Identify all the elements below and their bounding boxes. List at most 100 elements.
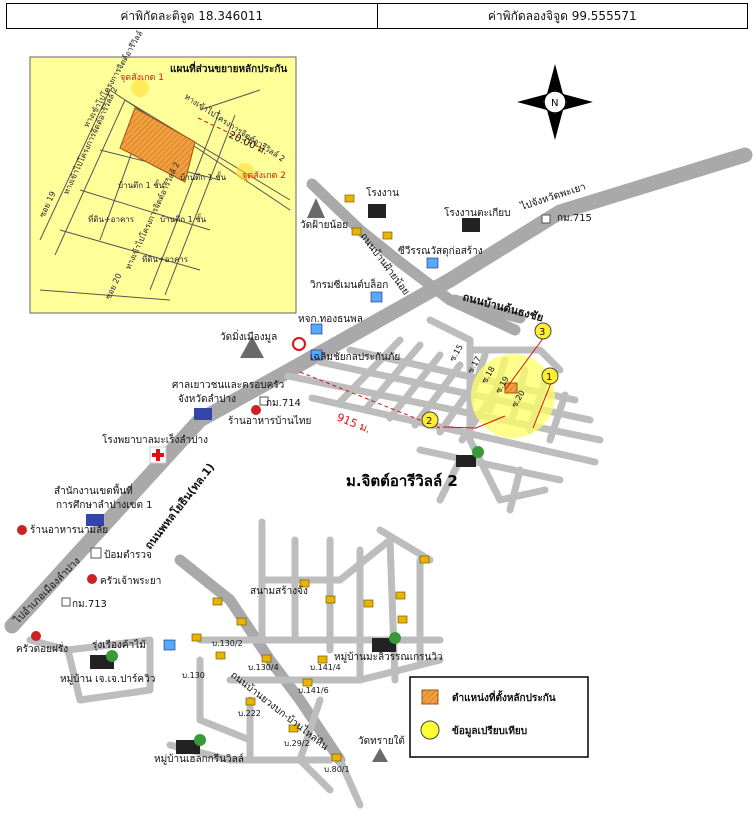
house-icon xyxy=(212,597,223,606)
label-km715: กม.715 xyxy=(557,213,592,224)
house-icon xyxy=(261,654,272,663)
marker-1 xyxy=(541,367,559,385)
legend-collateral-label: ตำแหน่งที่ตั้งหลักประกัน xyxy=(452,690,556,704)
shop-icon xyxy=(163,639,176,651)
inset-point-2: จุดสังเกต 2 xyxy=(242,171,286,181)
house-icon xyxy=(325,595,336,604)
label-h141-4: บ.141/4 xyxy=(310,663,341,672)
inset-house-2: บ้านตึก 1 ชั้น xyxy=(180,171,227,182)
shop-icon xyxy=(310,349,323,361)
label-edu-office: สำนักงานเขตพื้นที่ xyxy=(54,483,133,497)
label-hjk: หจก.ทองธนพล xyxy=(298,314,363,325)
gas-station-icon xyxy=(292,337,306,351)
left-block xyxy=(26,636,154,704)
restaurant-icon xyxy=(17,525,27,535)
label-insurance: เฉลิมชัยกลประกันภัย xyxy=(310,352,400,363)
label-kitchen: ครัวเจ้าพระยา xyxy=(100,575,161,587)
label-h130: บ.130 xyxy=(182,671,205,680)
inset-house-3: บ้านตึก 1 ชั้น xyxy=(160,213,207,224)
label-vikrom: วิกรมซีเมนต์บล็อก xyxy=(310,277,389,291)
tree-icon xyxy=(472,446,484,458)
lower-grid xyxy=(166,518,444,809)
label-youth-court-2: จังหวัดลำปาง xyxy=(178,394,236,405)
map-icons xyxy=(17,194,551,762)
marker-2-label: 2 xyxy=(426,416,432,427)
label-h80-1: บ.80/1 xyxy=(324,765,350,774)
label-hospital: โรงพยาบาลมะเร็งลำปาง xyxy=(102,432,208,446)
label-village-mali: หมู่บ้านมะลิวรรณเกรนวิว xyxy=(334,651,443,663)
restaurant-icon xyxy=(251,405,261,415)
label-temple-sai-tai: วัดทรายใต้ xyxy=(358,735,405,747)
longitude-cell: ค่าพิกัดลองจิจูด 99.555571 xyxy=(377,3,748,29)
label-km713: กม.713 xyxy=(72,599,107,610)
office-icon xyxy=(86,514,104,526)
village-icon xyxy=(176,740,200,754)
label-restaurant-m: ร้านอาหารนามลัย xyxy=(30,524,108,536)
main-highway xyxy=(4,147,753,634)
label-h222: บ.222 xyxy=(238,709,261,718)
house-icon xyxy=(397,615,408,624)
house-icon xyxy=(215,651,226,660)
latitude-cell: ค่าพิกัดละติจูด 18.346011 xyxy=(6,3,378,29)
label-police: ป้อมตำรวจ xyxy=(104,549,152,561)
label-youth-court: ศาลเยาวชนและครอบครัว xyxy=(172,380,284,391)
km-marker-icon xyxy=(61,597,71,607)
village-icon xyxy=(456,455,476,467)
label-construction-shop: ซีวีรรณวัสดุก่อสร้าง xyxy=(398,245,483,257)
legend-collateral-swatch xyxy=(421,689,439,705)
marker-3 xyxy=(534,322,552,340)
label-sanam: สนามสร้างจ้ง xyxy=(250,585,308,597)
house-icon xyxy=(317,655,328,664)
house-icon xyxy=(302,678,313,687)
label-village-green: หมู่บ้านเฮลกกรีนวิลล์ xyxy=(154,753,244,765)
road-ton-thong xyxy=(449,294,526,324)
km-marker-icon xyxy=(541,214,551,224)
label-village-jj: หมู่บ้าน เจ.เจ.ปาร์ควิว xyxy=(60,673,155,685)
house-icon xyxy=(245,697,256,706)
temple-icon xyxy=(372,748,388,762)
house-icon xyxy=(191,633,202,642)
label-h130-2: บ.130/2 xyxy=(212,639,243,648)
legend-compare-label: ข้อมูลเปรียบเทียบ xyxy=(452,725,527,738)
house-icon xyxy=(419,555,430,564)
factory-icon xyxy=(462,218,480,232)
village-icon xyxy=(372,638,396,652)
temple-icon xyxy=(307,198,325,218)
legend: ตำแหน่งที่ตั้งหลักประกัน ข้อมูลเปรียบเที… xyxy=(409,676,589,758)
compass-letter: N xyxy=(551,98,558,109)
km-marker-icon xyxy=(259,396,269,406)
restaurant-icon xyxy=(31,631,41,641)
label-h130-4: บ.130/4 xyxy=(248,663,279,672)
label-thai-restaurant: ร้านอาหารบ้านไทย xyxy=(228,415,311,427)
house-icon xyxy=(299,579,310,588)
collateral-marker xyxy=(504,382,518,394)
label-km714: กม.714 xyxy=(266,398,301,409)
label-soi-15: ซ.15 xyxy=(448,343,465,363)
location-map[interactable]: แผนที่ส่วนขยายหลักประกัน จุดสังเกต 1 จุด… xyxy=(0,30,756,826)
label-factory: โรงงาน xyxy=(366,186,399,199)
house-icon xyxy=(236,617,247,626)
office-icon xyxy=(194,408,212,420)
coordinate-header: ค่าพิกัดละติจูด 18.346011 ค่าพิกัดลองจิจ… xyxy=(6,3,748,29)
observation-point-1 xyxy=(131,79,149,97)
label-edu-office-2: การศึกษาลำปางเขต 1 xyxy=(56,499,153,511)
house-icon xyxy=(395,591,406,600)
label-chopstick-factory: โรงงานตะเกียบ xyxy=(444,206,511,219)
inset-point-1: จุดสังเกต 1 xyxy=(120,73,164,83)
inset-vacant-1: ที่ดิน+อาคาร xyxy=(88,213,135,224)
distance-label: 915 ม. xyxy=(335,411,373,436)
compass-icon: N xyxy=(517,64,593,140)
marker-1-label: 1 xyxy=(546,372,552,383)
house-icon xyxy=(331,753,342,762)
temple-icon xyxy=(240,336,264,358)
label-wood-shop: รุ่งเรืองค้าไม้ xyxy=(92,639,146,651)
house-icon xyxy=(288,724,299,733)
house-icon xyxy=(344,194,355,203)
marker-3-label: 3 xyxy=(539,327,545,338)
marker-2 xyxy=(421,411,439,429)
collateral-plot xyxy=(119,107,196,183)
police-icon xyxy=(90,547,102,559)
shop-icon xyxy=(370,291,383,303)
tree-icon xyxy=(194,734,206,746)
observation-point-2 xyxy=(236,163,254,181)
